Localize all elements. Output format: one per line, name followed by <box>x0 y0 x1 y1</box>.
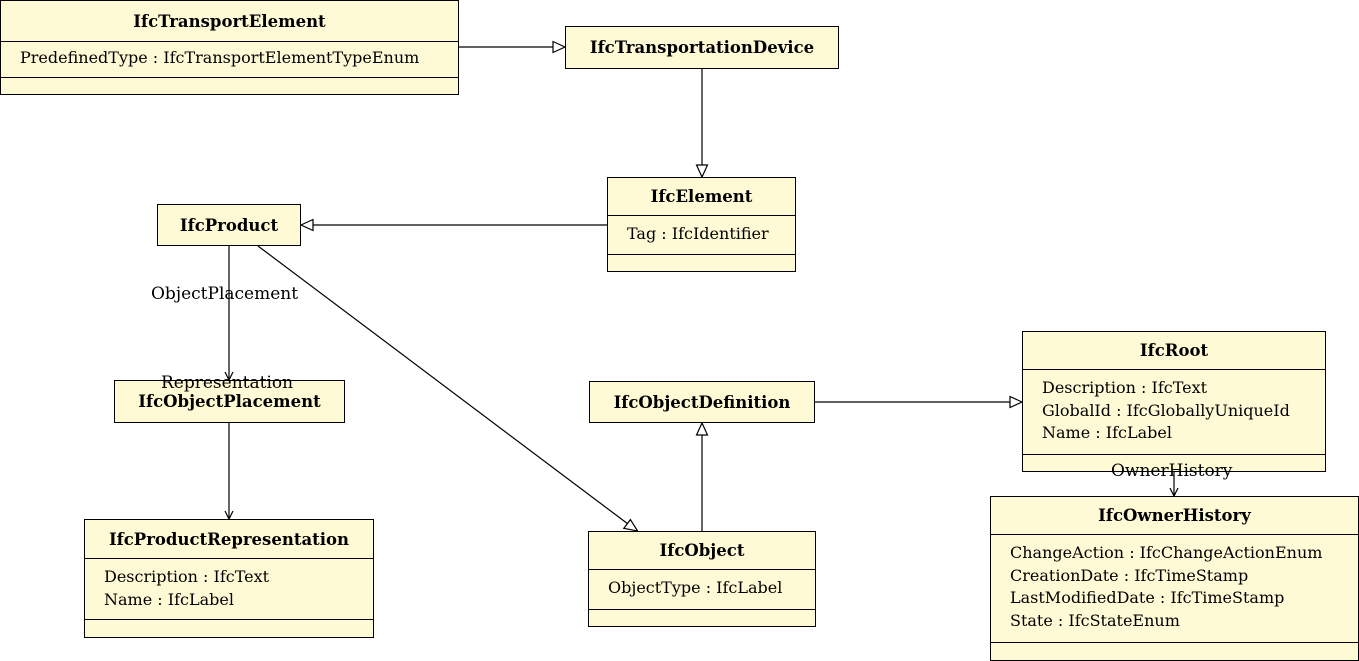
attribute-list: ObjectType : IfcLabel <box>589 569 815 609</box>
class-ifc-transportation-device[interactable]: IfcTransportationDevice <box>565 26 839 69</box>
edge-label-object-placement: ObjectPlacement <box>151 284 299 304</box>
generalization-arrow-root <box>1009 395 1024 409</box>
class-name: IfcObjectDefinition <box>613 392 791 412</box>
generalization-arrow-element <box>695 164 709 179</box>
attribute-list: Description : IfcText GlobalId : IfcGlob… <box>1023 369 1325 454</box>
attribute-list: Description : IfcText Name : IfcLabel <box>85 558 373 619</box>
operations-compartment <box>1 77 458 96</box>
class-name: IfcObjectPlacement <box>138 392 321 411</box>
attribute: PredefinedType : IfcTransportElementType… <box>20 48 420 67</box>
attribute: Tag : IfcIdentifier <box>627 224 769 243</box>
generalization-arrow-transportation-device <box>552 40 567 54</box>
class-ifc-product-representation[interactable]: IfcProductRepresentation Description : I… <box>84 519 374 638</box>
class-name: IfcRoot <box>1139 341 1209 360</box>
class-ifc-object[interactable]: IfcObject ObjectType : IfcLabel <box>588 531 816 627</box>
class-ifc-product[interactable]: IfcProduct <box>157 204 301 246</box>
generalization-arrow-product <box>299 218 314 232</box>
attribute-list: PredefinedType : IfcTransportElementType… <box>1 41 458 77</box>
class-name: IfcTransportElement <box>133 11 326 31</box>
generalization-arrow-object-definition <box>695 421 709 436</box>
attribute: ChangeAction : IfcChangeActionEnum <box>1010 543 1323 562</box>
operations-compartment <box>991 642 1358 661</box>
edge-label-representation: Representation <box>161 373 294 393</box>
attribute: Description : IfcText <box>1042 378 1208 397</box>
attribute-list: ChangeAction : IfcChangeActionEnum Creat… <box>991 534 1358 642</box>
class-name: IfcOwnerHistory <box>1098 506 1251 525</box>
class-ifc-owner-history[interactable]: IfcOwnerHistory ChangeAction : IfcChange… <box>990 496 1359 661</box>
generalization-arrow-object <box>622 518 639 532</box>
class-ifc-root[interactable]: IfcRoot Description : IfcText GlobalId :… <box>1022 331 1326 472</box>
operations-compartment <box>589 609 815 628</box>
class-ifc-object-definition[interactable]: IfcObjectDefinition <box>589 381 815 423</box>
operations-compartment <box>1023 454 1325 473</box>
operations-compartment <box>85 619 373 638</box>
attribute: State : IfcStateEnum <box>1010 610 1180 630</box>
class-name: IfcObject <box>659 541 745 560</box>
edge-label-owner-history: OwnerHistory <box>1111 461 1233 481</box>
attribute: GlobalId : IfcGloballyUniqueId <box>1042 400 1290 420</box>
operations-compartment <box>608 254 795 273</box>
attribute: Name : IfcLabel <box>104 589 234 609</box>
attribute-list: Tag : IfcIdentifier <box>608 215 795 254</box>
class-ifc-element[interactable]: IfcElement Tag : IfcIdentifier <box>607 177 796 272</box>
class-name: IfcTransportationDevice <box>589 38 815 57</box>
attribute: Description : IfcText <box>104 567 270 586</box>
class-ifc-object-placement[interactable]: IfcObjectPlacement <box>114 380 345 423</box>
class-name: IfcProduct <box>179 215 279 235</box>
class-name: IfcElement <box>650 187 753 206</box>
attribute: CreationDate : IfcTimeStamp <box>1010 565 1249 585</box>
attribute: Name : IfcLabel <box>1042 423 1172 442</box>
attribute: LastModifiedDate : IfcTimeStamp <box>1010 588 1285 607</box>
attribute: ObjectType : IfcLabel <box>608 578 783 597</box>
class-name: IfcProductRepresentation <box>108 529 350 549</box>
class-ifc-transport-element[interactable]: IfcTransportElement PredefinedType : Ifc… <box>0 0 459 95</box>
